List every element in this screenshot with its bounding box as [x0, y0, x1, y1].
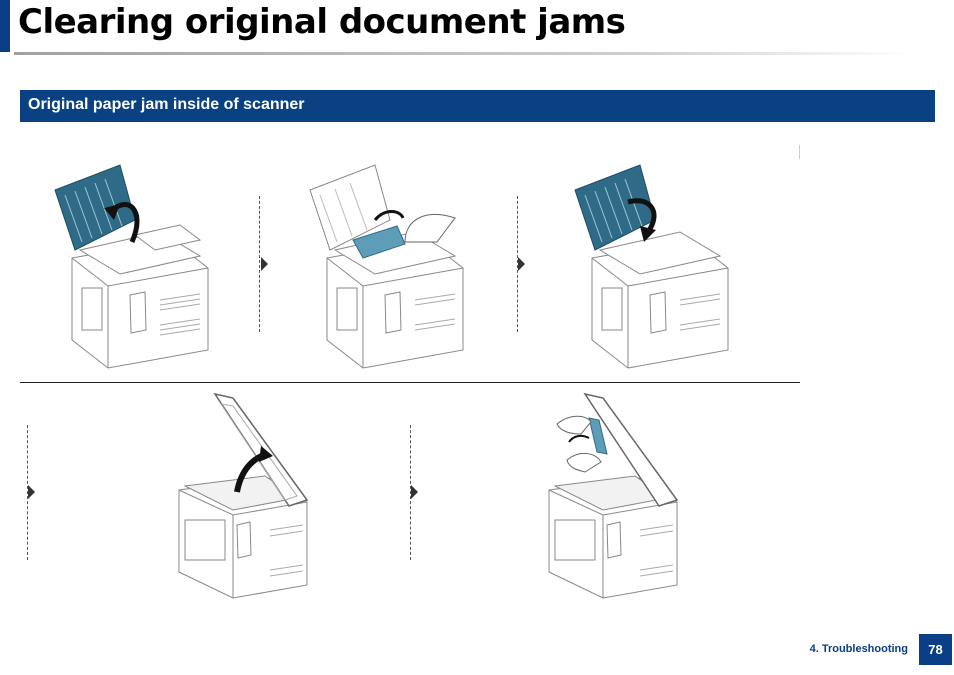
step-2-hand	[404, 213, 456, 243]
title-accent-bar	[0, 0, 10, 52]
step-4-illustration	[178, 392, 309, 599]
step-2-pull-arrow	[373, 210, 405, 222]
step-5-pull-arrow	[568, 434, 590, 443]
step-3-close-arrow	[627, 198, 657, 234]
frame-tick	[799, 145, 800, 159]
step-5-pointer	[411, 485, 418, 499]
section-title: Original paper jam inside of scanner	[28, 96, 305, 113]
step-5-jammed-paper	[588, 417, 608, 455]
step-5-scanner-lid	[583, 392, 679, 507]
step-2-jammed-paper	[352, 225, 406, 259]
page-title: Clearing original document jams	[18, 2, 626, 42]
step-4-pointer	[28, 485, 35, 499]
title-underline	[14, 52, 914, 55]
step-4-separator	[410, 425, 411, 560]
step-2-separator	[517, 196, 518, 332]
section-header: Original paper jam inside of scanner	[20, 90, 935, 122]
step-5-illustration	[548, 392, 679, 599]
step-3-arrow-head	[640, 226, 656, 242]
step-3-separator	[27, 425, 28, 560]
step-4-arrow-head	[259, 446, 273, 462]
step-1-cover	[54, 164, 136, 251]
page-number: 78	[919, 634, 952, 665]
step-5-left-hand	[556, 415, 592, 435]
step-1-illustration	[54, 164, 209, 369]
step-1-separator	[259, 196, 260, 332]
step-3-pointer	[518, 257, 525, 271]
step-2-illustration	[309, 164, 464, 369]
step-1-arrow-head	[104, 204, 120, 220]
step-row-divider	[20, 382, 800, 383]
step-5-right-hand	[566, 453, 602, 473]
step-2-pointer	[261, 257, 268, 271]
footer-chapter-label: 4. Troubleshooting	[809, 643, 908, 655]
step-3-illustration	[574, 164, 729, 369]
